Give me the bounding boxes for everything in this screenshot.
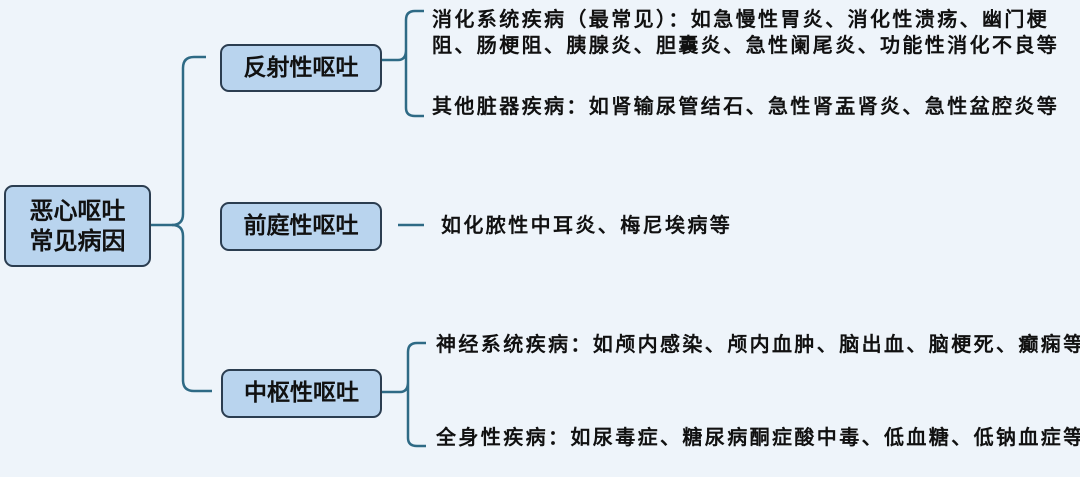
root-line1: 恶心呕吐 — [29, 197, 126, 225]
branch-vestibular-vomiting: 前庭性呕吐 — [220, 202, 382, 251]
root-node: 恶心呕吐 常见病因 — [4, 185, 151, 267]
central-item-nervous: 神经系统疾病：如颅内感染、颅内血肿、脑出血、脑梗死、癫痫等 — [436, 332, 1080, 356]
reflex-item-digestive: 消化系统疾病（最常见）：如急慢性胃炎、消化性溃疡、幽门梗阻、肠梗阻、胰腺炎、胆囊… — [432, 7, 1060, 57]
vestibular-item: 如化脓性中耳炎、梅尼埃病等 — [441, 213, 733, 237]
central-item-systemic: 全身性疾病：如尿毒症、糖尿病酮症酸中毒、低血糖、低钠血症等 — [436, 425, 1080, 449]
branch-central-vomiting: 中枢性呕吐 — [221, 369, 382, 418]
reflex-item-other-organs: 其他脏器疾病：如肾输尿管结石、急性肾盂肾炎、急性盆腔炎等 — [432, 94, 1060, 118]
root-line2: 常见病因 — [29, 227, 126, 255]
brace-reflex — [381, 9, 424, 118]
brace-central — [381, 341, 426, 448]
branch-reflex-vomiting: 反射性呕吐 — [220, 44, 382, 92]
trunk-connector-lower — [171, 223, 212, 393]
trunk-connector — [150, 55, 206, 227]
